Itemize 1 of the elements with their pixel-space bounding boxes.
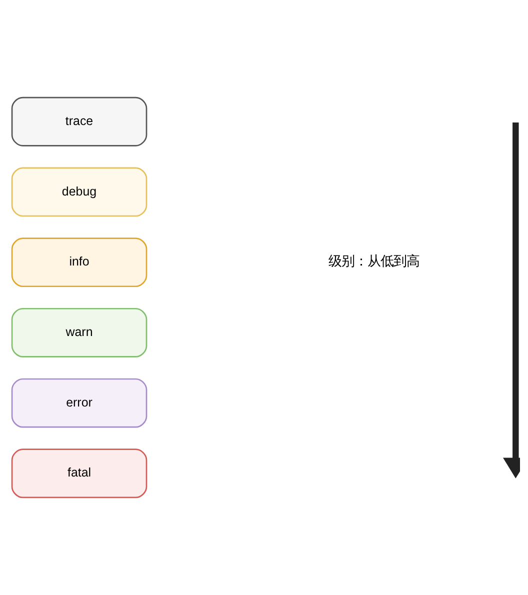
label: 级别：从低到高 bbox=[328, 254, 420, 270]
